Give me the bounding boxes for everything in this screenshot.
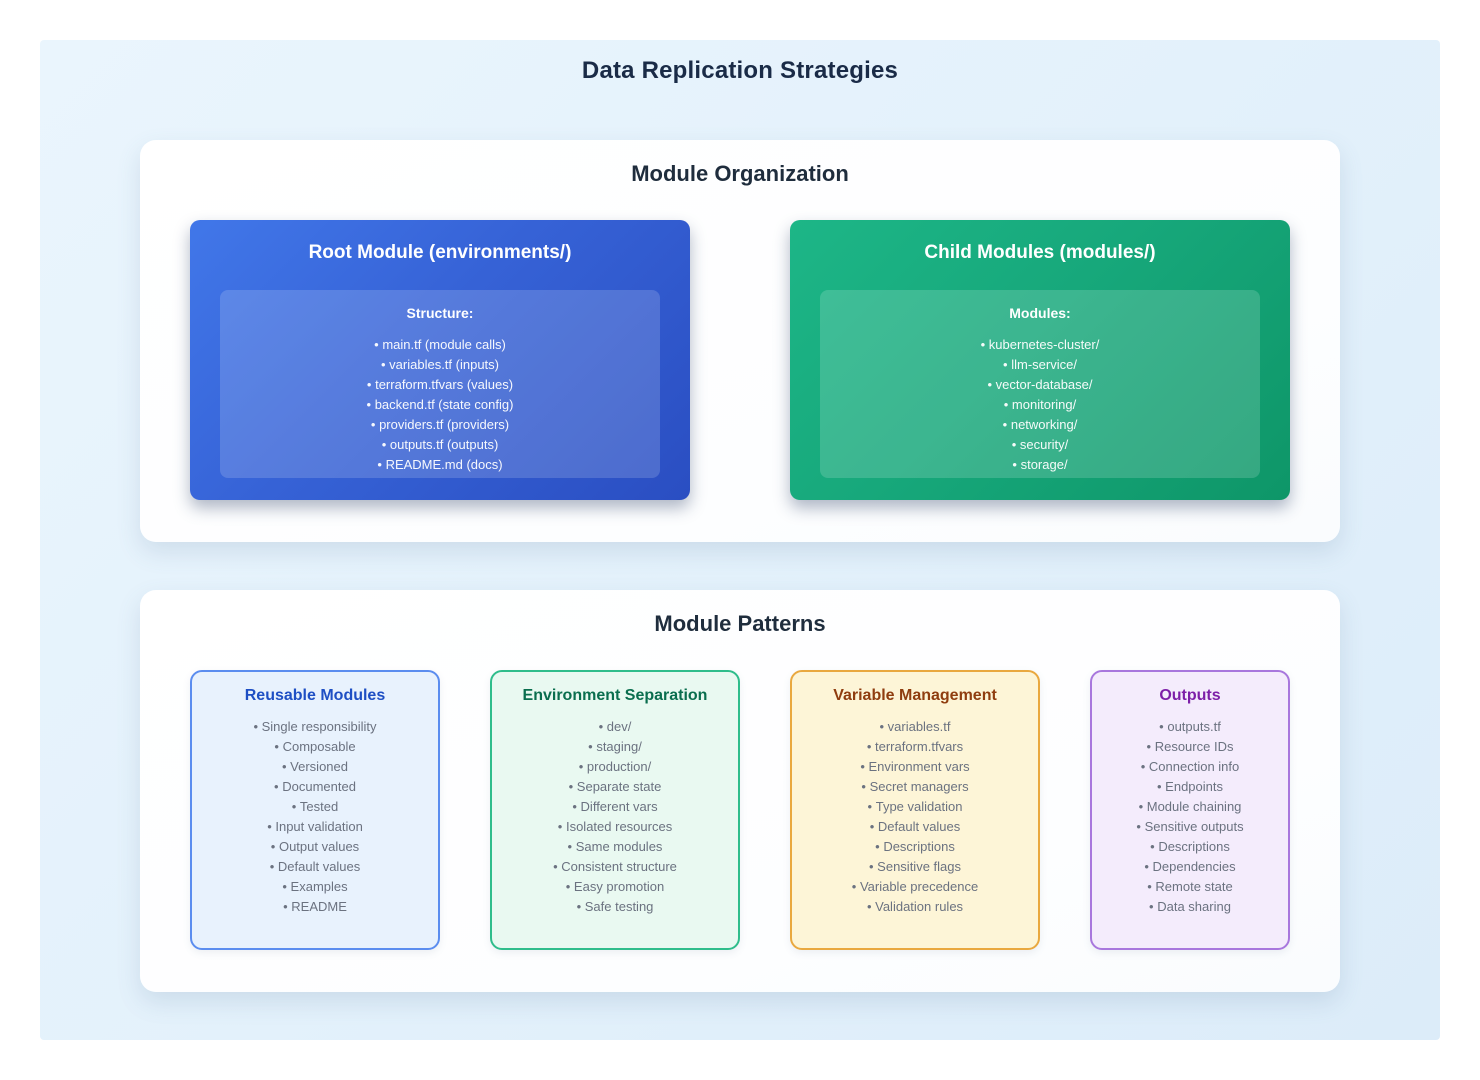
list-item: Environment vars <box>792 757 1038 777</box>
environment-separation-list: dev/staging/production/Separate stateDif… <box>492 717 738 917</box>
modules-heading: Modules: <box>1009 305 1071 321</box>
root-module-structure-box: Structure: main.tf (module calls)variabl… <box>220 290 660 478</box>
list-item: Versioned <box>192 757 438 777</box>
list-item: Output values <box>192 837 438 857</box>
list-item: Tested <box>192 797 438 817</box>
list-item: Connection info <box>1092 757 1288 777</box>
list-item: Separate state <box>492 777 738 797</box>
list-item: storage/ <box>820 455 1260 475</box>
list-item: Different vars <box>492 797 738 817</box>
diagram-canvas: Data Replication Strategies Module Organ… <box>40 40 1440 1040</box>
list-item: Variable precedence <box>792 877 1038 897</box>
section-title-module-patterns: Module Patterns <box>654 611 826 636</box>
list-item: variables.tf (inputs) <box>220 355 660 375</box>
card-title-variable-management: Variable Management <box>833 687 997 704</box>
list-item: Single responsibility <box>192 717 438 737</box>
list-item: Type validation <box>792 797 1038 817</box>
list-item: README.md (docs) <box>220 455 660 475</box>
card-environment-separation: Environment Separation dev/staging/produ… <box>490 670 740 950</box>
card-reusable-modules: Reusable Modules Single responsibilityCo… <box>190 670 440 950</box>
card-variable-management: Variable Management variables.tfterrafor… <box>790 670 1040 950</box>
list-item: Endpoints <box>1092 777 1288 797</box>
card-title-root-module: Root Module (environments/) <box>308 242 572 263</box>
list-item: terraform.tfvars (values) <box>220 375 660 395</box>
section-module-organization: Module Organization Root Module (environ… <box>140 140 1340 542</box>
outputs-list: outputs.tfResource IDsConnection infoEnd… <box>1092 717 1288 917</box>
list-item: Easy promotion <box>492 877 738 897</box>
list-item: Descriptions <box>1092 837 1288 857</box>
card-title-environment-separation: Environment Separation <box>522 687 708 704</box>
list-item: Safe testing <box>492 897 738 917</box>
list-item: staging/ <box>492 737 738 757</box>
list-item: variables.tf <box>792 717 1038 737</box>
card-title-outputs: Outputs <box>1159 687 1221 704</box>
card-title-child-modules: Child Modules (modules/) <box>924 242 1156 263</box>
list-item: Sensitive flags <box>792 857 1038 877</box>
list-item: backend.tf (state config) <box>220 395 660 415</box>
card-child-modules: Child Modules (modules/) Modules: kubern… <box>790 220 1290 500</box>
list-item: Dependencies <box>1092 857 1288 877</box>
list-item: main.tf (module calls) <box>220 335 660 355</box>
section-module-patterns: Module Patterns Reusable Modules Single … <box>140 590 1340 992</box>
pattern-cards-row: Reusable Modules Single responsibilityCo… <box>140 670 1340 950</box>
list-item: Composable <box>192 737 438 757</box>
card-outputs: Outputs outputs.tfResource IDsConnection… <box>1090 670 1290 950</box>
list-item: Resource IDs <box>1092 737 1288 757</box>
section-title-module-organization: Module Organization <box>631 161 849 186</box>
list-item: production/ <box>492 757 738 777</box>
list-item: Input validation <box>192 817 438 837</box>
list-item: Descriptions <box>792 837 1038 857</box>
list-item: outputs.tf <box>1092 717 1288 737</box>
structure-heading: Structure: <box>406 305 474 321</box>
reusable-modules-list: Single responsibilityComposableVersioned… <box>192 717 438 917</box>
list-item: Examples <box>192 877 438 897</box>
list-item: Isolated resources <box>492 817 738 837</box>
structure-list: main.tf (module calls)variables.tf (inpu… <box>220 335 660 475</box>
organization-cards-row: Root Module (environments/) Structure: m… <box>140 220 1340 500</box>
list-item: Data sharing <box>1092 897 1288 917</box>
card-title-reusable-modules: Reusable Modules <box>244 687 386 704</box>
list-item: Remote state <box>1092 877 1288 897</box>
list-item: Consistent structure <box>492 857 738 877</box>
list-item: dev/ <box>492 717 738 737</box>
list-item: vector-database/ <box>820 375 1260 395</box>
list-item: terraform.tfvars <box>792 737 1038 757</box>
list-item: providers.tf (providers) <box>220 415 660 435</box>
variable-management-list: variables.tfterraform.tfvarsEnvironment … <box>792 717 1038 917</box>
card-root-module: Root Module (environments/) Structure: m… <box>190 220 690 500</box>
list-item: llm-service/ <box>820 355 1260 375</box>
list-item: Same modules <box>492 837 738 857</box>
list-item: README <box>192 897 438 917</box>
list-item: Sensitive outputs <box>1092 817 1288 837</box>
list-item: monitoring/ <box>820 395 1260 415</box>
list-item: Secret managers <box>792 777 1038 797</box>
list-item: outputs.tf (outputs) <box>220 435 660 455</box>
modules-list: kubernetes-cluster/llm-service/vector-da… <box>820 335 1260 475</box>
list-item: security/ <box>820 435 1260 455</box>
list-item: Validation rules <box>792 897 1038 917</box>
list-item: Default values <box>192 857 438 877</box>
list-item: Documented <box>192 777 438 797</box>
list-item: kubernetes-cluster/ <box>820 335 1260 355</box>
child-modules-list-box: Modules: kubernetes-cluster/llm-service/… <box>820 290 1260 478</box>
page-title: Data Replication Strategies <box>581 57 899 84</box>
list-item: networking/ <box>820 415 1260 435</box>
list-item: Default values <box>792 817 1038 837</box>
list-item: Module chaining <box>1092 797 1288 817</box>
